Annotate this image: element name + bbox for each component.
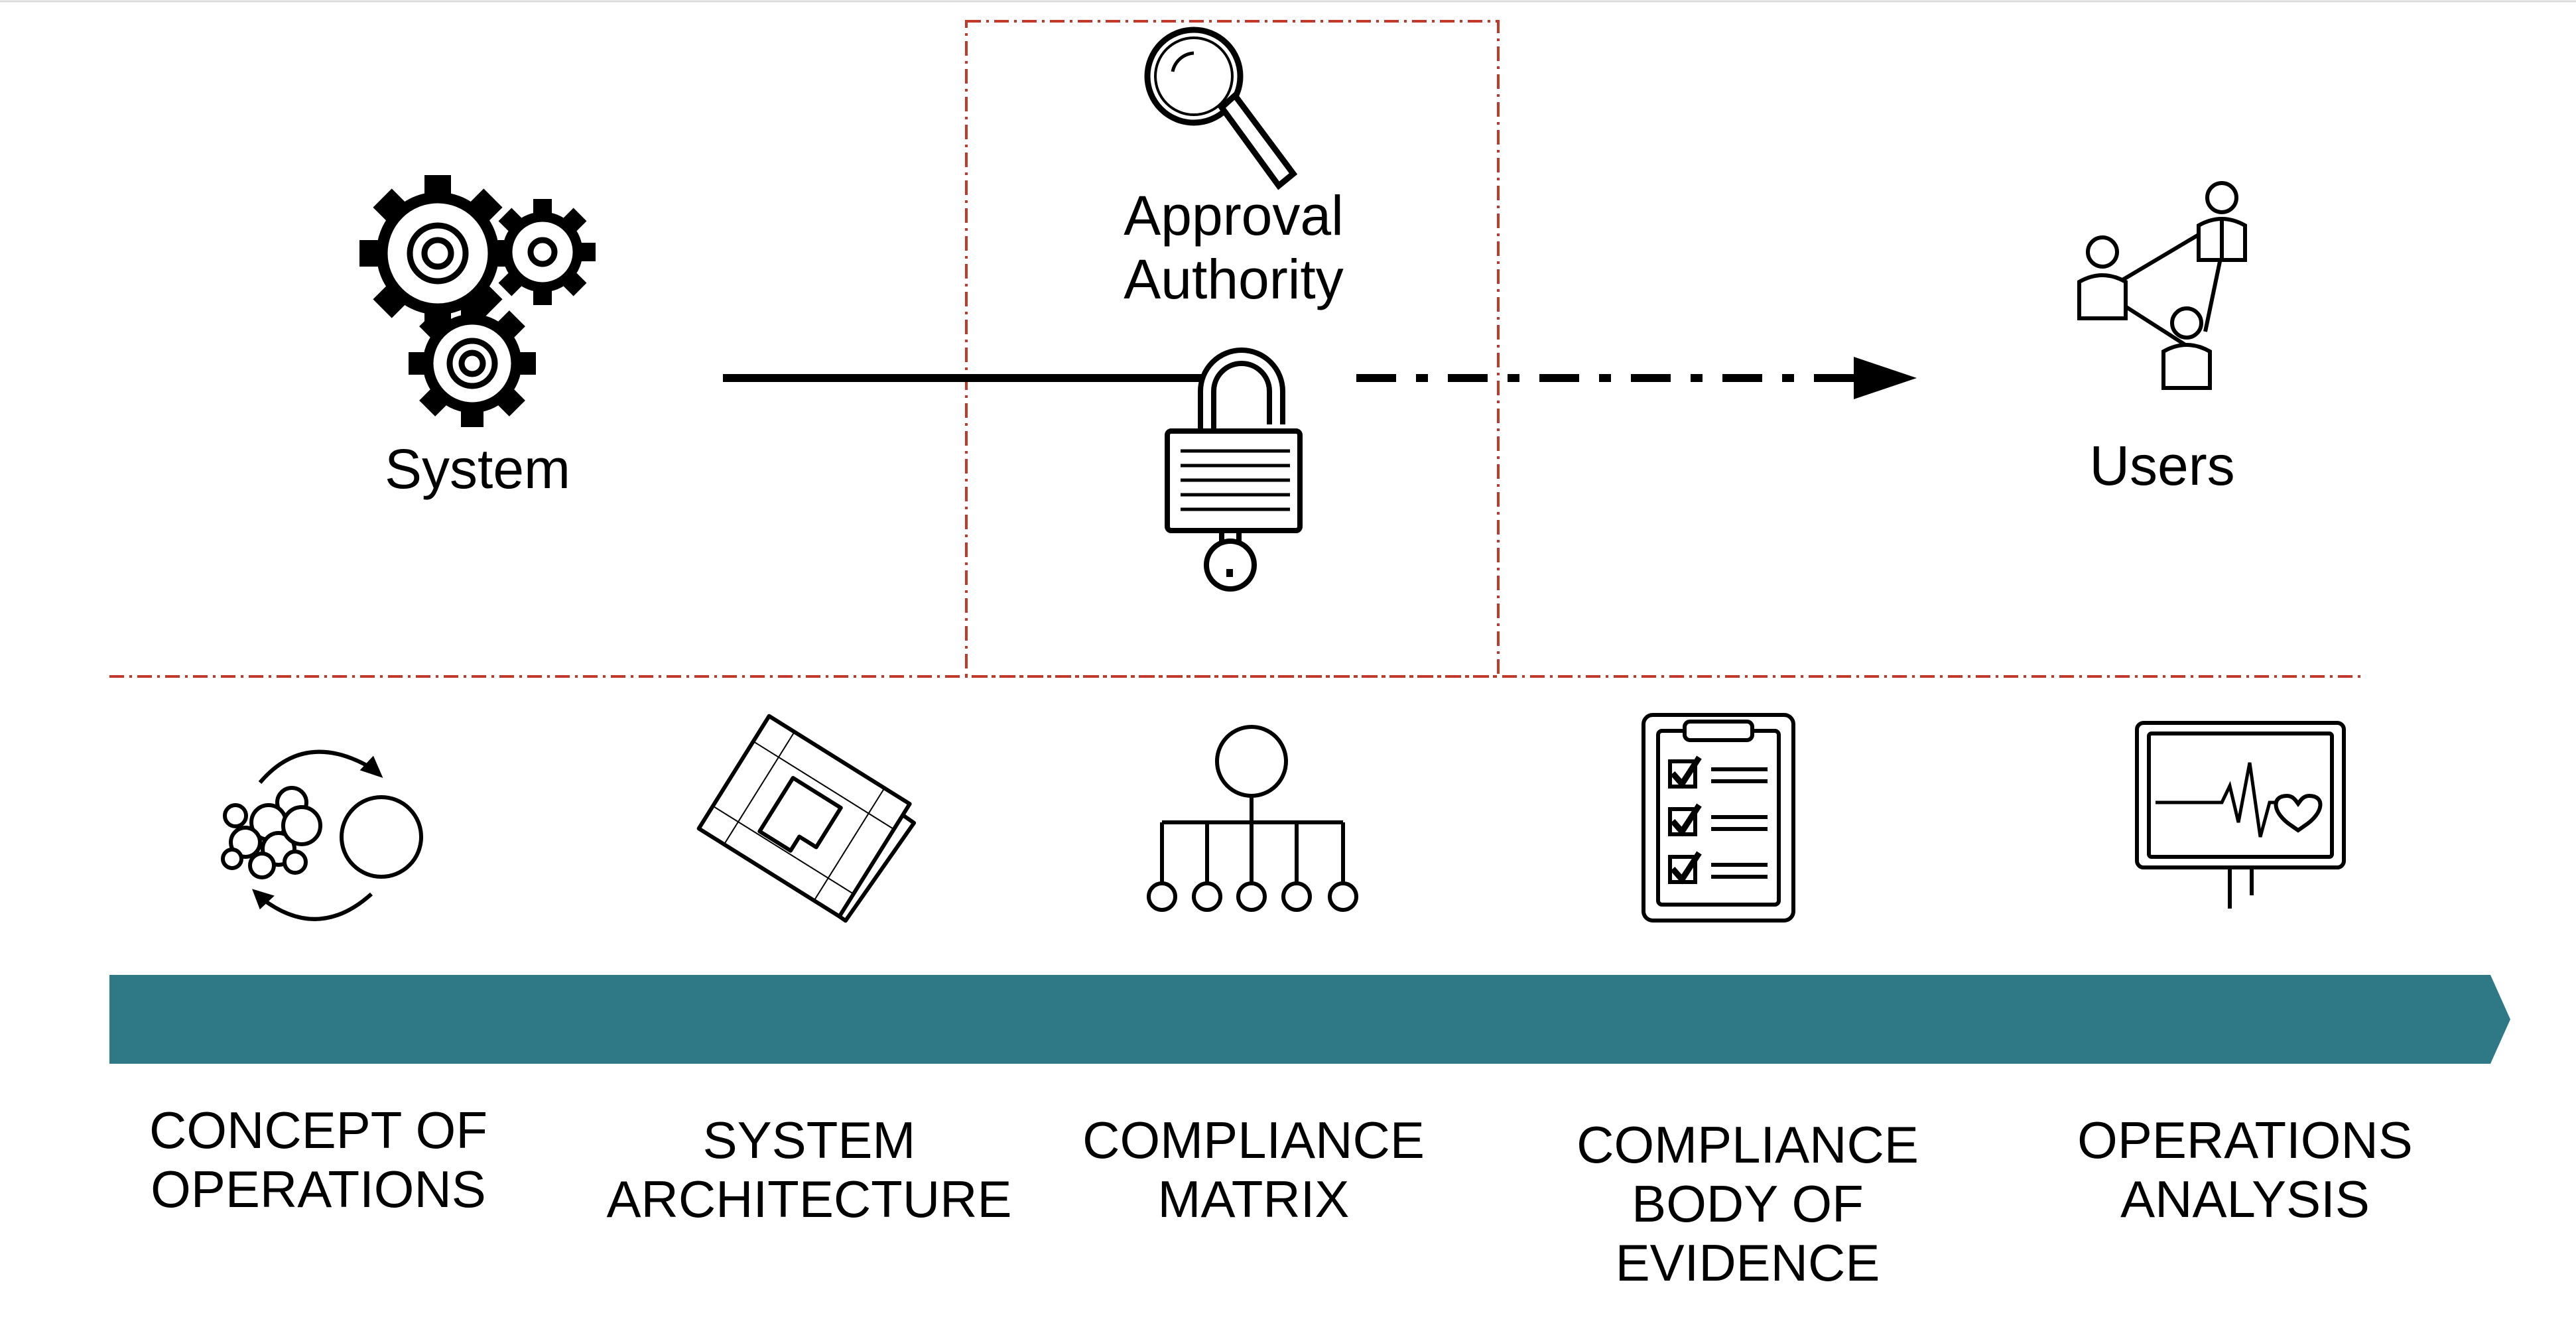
- system-label: System: [384, 438, 571, 500]
- step-label-compliance-body-of-evidence: COMPLIANCE BODY OF EVIDENCE: [1549, 1115, 1947, 1293]
- step-label-compliance-matrix: COMPLIANCE MATRIX: [1055, 1111, 1452, 1229]
- step-line: OPERATIONS: [151, 1159, 486, 1218]
- step-line: SYSTEM: [702, 1111, 916, 1169]
- blueprint-icon: [696, 714, 917, 923]
- step-label-system-architecture: SYSTEM ARCHITECTURE: [597, 1111, 1021, 1229]
- step-line: OPERATIONS: [2077, 1111, 2413, 1169]
- step-label-concept-of-operations: CONCEPT OF OPERATIONS: [119, 1101, 517, 1219]
- approval-region: [109, 20, 2361, 678]
- approval-authority-line1: Approval: [1124, 184, 1344, 247]
- step-line: COMPLIANCE: [1082, 1111, 1425, 1169]
- approval-authority-label: Approval Authority: [1035, 184, 1433, 312]
- hierarchy-icon: [1147, 725, 1358, 912]
- step-line: MATRIX: [1157, 1169, 1350, 1228]
- heart-monitor-icon: [2135, 721, 2346, 909]
- step-line: COMPLIANCE: [1577, 1115, 1919, 1174]
- checklist-clipboard-icon: [1642, 713, 1795, 923]
- step-line: BODY OF: [1632, 1174, 1864, 1233]
- users-label: Users: [2089, 434, 2235, 497]
- step-line: EVIDENCE: [1615, 1233, 1880, 1292]
- access-arrow: [1356, 357, 1917, 399]
- users-network-icon: [2077, 181, 2247, 390]
- step-line: ARCHITECTURE: [606, 1169, 1012, 1228]
- magnifier-icon: [1144, 27, 1298, 190]
- gears-icon: [359, 175, 596, 427]
- padlock-icon: [1165, 348, 1303, 592]
- concept-cycle-icon: [221, 749, 423, 921]
- step-line: CONCEPT OF: [149, 1101, 487, 1159]
- approval-authority-line2: Authority: [1124, 247, 1344, 310]
- timeline-arrow: [109, 975, 2510, 1064]
- step-label-operations-analysis: OPERATIONS ANALYSIS: [2046, 1111, 2444, 1229]
- step-line: ANALYSIS: [2120, 1169, 2370, 1228]
